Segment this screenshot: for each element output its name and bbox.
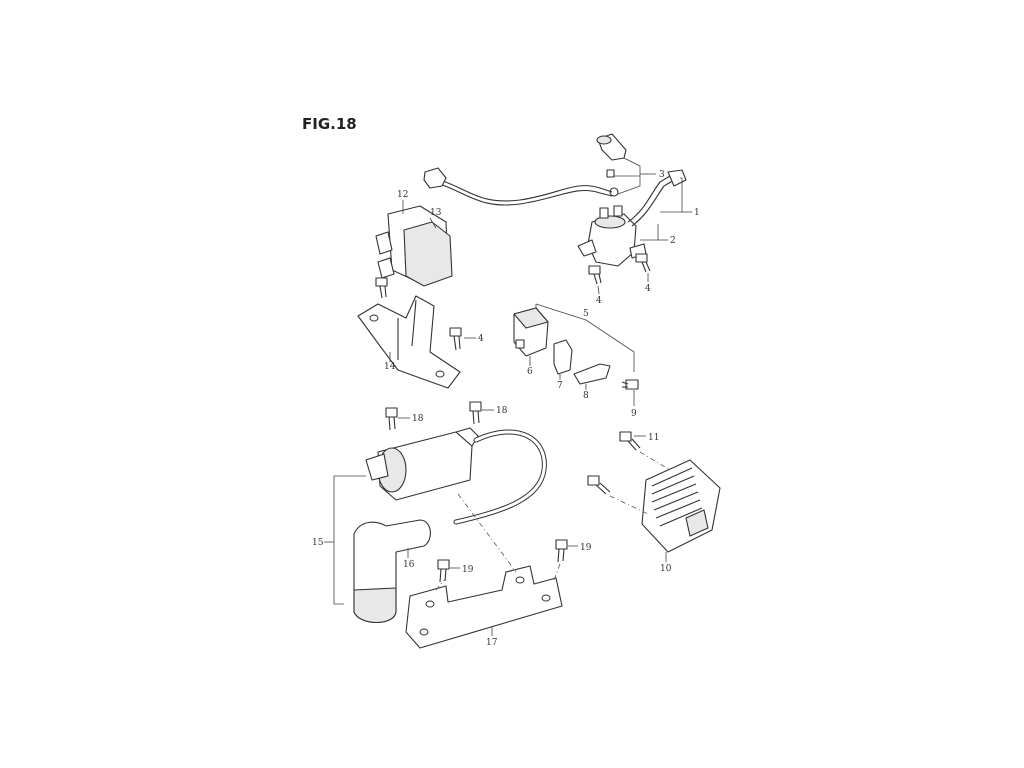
bracket-17: [405, 493, 578, 649]
plug-cap-16: [353, 519, 431, 624]
callout-3: 3: [659, 170, 665, 180]
cable-nut: [606, 169, 615, 178]
callout-9: 9: [631, 409, 637, 419]
callout-18-right: 18: [496, 406, 508, 416]
ignition-coil-15: [324, 401, 547, 605]
callout-4-relay-left: 4: [596, 296, 602, 306]
callout-5: 5: [583, 309, 589, 319]
callout-10: 10: [660, 564, 672, 574]
callout-7: 7: [557, 381, 563, 391]
callout-4-relay-right: 4: [645, 284, 651, 294]
bolt-9: [625, 379, 639, 390]
bolt-4c: [449, 327, 462, 337]
figure-title: FIG.18: [302, 115, 357, 133]
regulator-10: [587, 431, 721, 562]
bolt-19a: [437, 559, 450, 570]
starter-relay-assembly: [423, 133, 692, 295]
bolt-18a: [385, 407, 398, 418]
bracket-14: [357, 277, 476, 389]
rubber-7: [553, 339, 573, 375]
bolt-18b: [469, 401, 482, 412]
regulator-connector: [685, 509, 709, 537]
bolt-4a: [588, 265, 602, 285]
callout-8: 8: [583, 391, 589, 401]
callout-6: 6: [527, 367, 533, 377]
callout-17: 17: [486, 638, 498, 648]
bolt-19b: [555, 539, 568, 550]
callout-4-bracket: 4: [478, 334, 484, 344]
bracket-body: [357, 295, 461, 389]
callout-14: 14: [384, 362, 396, 372]
bolt-4b: [635, 253, 651, 273]
callout-12: 12: [397, 190, 408, 200]
bracket-17-body: [405, 565, 563, 649]
regulator-fins: [651, 467, 703, 527]
callout-2: 2: [670, 236, 676, 246]
bolt-11: [619, 431, 632, 442]
relay-connector: [667, 169, 687, 187]
callout-19-left: 19: [462, 565, 474, 575]
callout-16: 16: [403, 560, 415, 570]
callout-11: 11: [648, 433, 659, 443]
regulator-bolt: [587, 475, 600, 486]
coil-terminal: [365, 453, 389, 481]
unit-cover: [403, 221, 453, 287]
clip-8: [573, 363, 611, 385]
battery-cable: [439, 179, 613, 202]
callout-15: 15: [312, 538, 324, 548]
relay-group-5: [513, 303, 639, 406]
cable-connector: [423, 167, 447, 189]
callout-1: 1: [694, 208, 700, 218]
bracket-bolt: [375, 277, 388, 287]
callout-19-right: 19: [580, 543, 592, 553]
callout-18-left: 18: [412, 414, 424, 424]
regulator-body: [641, 459, 721, 553]
callout-13: 13: [430, 208, 442, 218]
unit-12-13: [375, 200, 453, 287]
relay-harness: [627, 175, 671, 223]
